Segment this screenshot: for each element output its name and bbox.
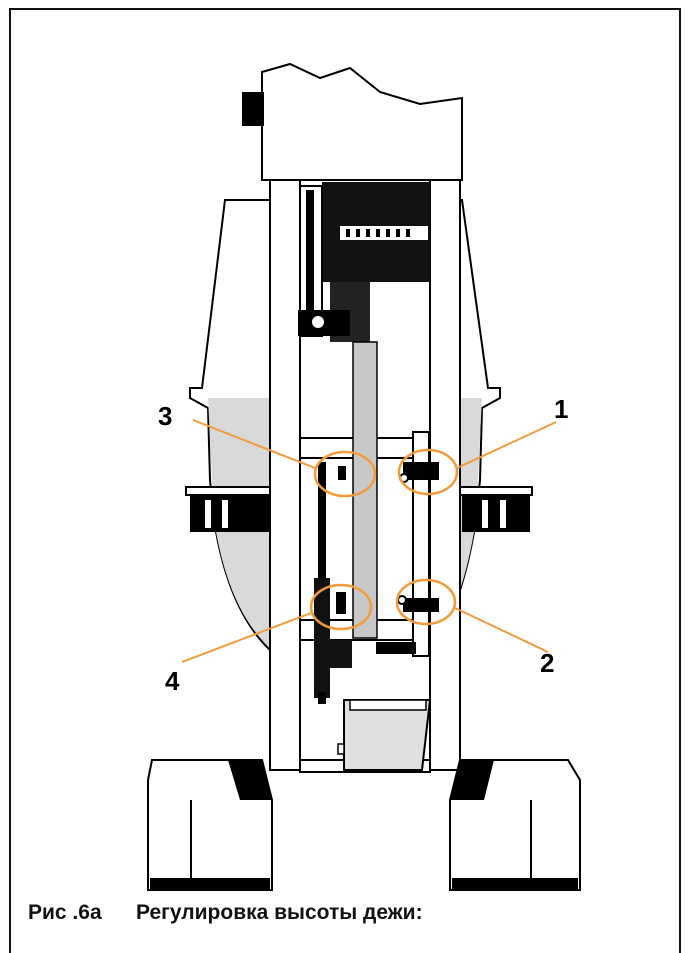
figure-frame — [9, 8, 681, 953]
callout-label-4: 4 — [165, 666, 180, 696]
left-spindle — [314, 462, 352, 704]
mixer-technical-drawing: 1 2 3 4 — [147, 62, 581, 891]
callout-label-1: 1 — [554, 394, 568, 424]
callout-4: 4 — [165, 583, 373, 696]
figure-number: Рис .6a — [28, 901, 102, 924]
figure-caption: Рис .6a Регулировка высоты дежи: — [28, 901, 423, 925]
left-bowl-bracket — [185, 486, 271, 532]
callout-label-3: 3 — [158, 401, 172, 431]
left-foot — [147, 759, 273, 891]
callout-label-2: 2 — [540, 648, 554, 678]
right-slide-rail — [376, 431, 439, 657]
callout-2: 2 — [395, 578, 554, 678]
figure-title: Регулировка высоты дежи: — [136, 901, 423, 924]
callout-1: 1 — [397, 394, 568, 496]
lower-gearbox — [337, 699, 432, 771]
right-bowl-bracket — [429, 486, 533, 532]
head-cutaway — [242, 62, 463, 181]
drive-block — [298, 182, 430, 342]
right-foot — [449, 759, 581, 891]
callout-3: 3 — [158, 401, 377, 498]
